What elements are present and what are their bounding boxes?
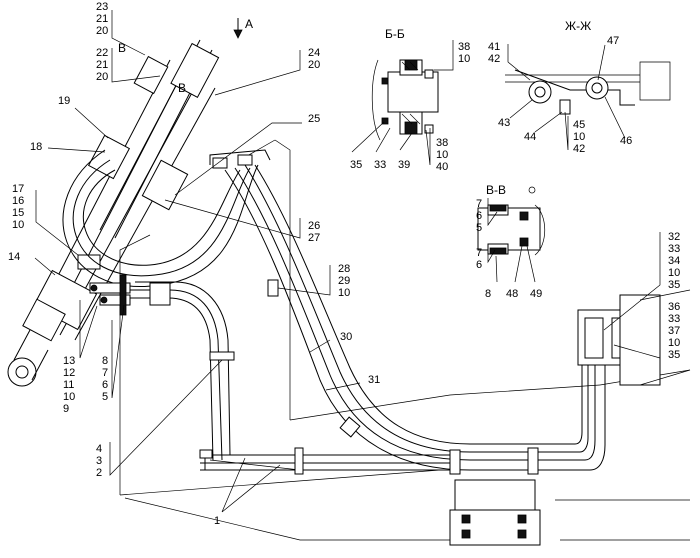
- callout-29: 29: [338, 275, 350, 287]
- top-bracket: [209, 149, 271, 169]
- vv-callout-6: 6: [476, 210, 482, 222]
- bb-callout-38b: 38: [436, 137, 448, 149]
- section-bb-title: Б-Б: [385, 27, 405, 41]
- zh-callout-41: 41: [488, 41, 500, 53]
- vv-callout-5: 5: [476, 222, 482, 234]
- callout-14: 14: [8, 251, 20, 263]
- leader-lines: [34, 10, 661, 513]
- callout-16: 16: [12, 195, 24, 207]
- zh-callout-46: 46: [620, 135, 632, 147]
- section-vv-title: В-В: [486, 183, 506, 197]
- labels: А Б-Б Ж-Ж В-В В В 23 21 20 22 21 20 24 2…: [8, 1, 680, 527]
- zh-callout-42b: 42: [573, 143, 585, 155]
- hydraulic-cylinder: [7, 39, 220, 387]
- callout-1: 1: [214, 515, 220, 527]
- callout-24: 24: [308, 47, 320, 59]
- callout-11: 11: [63, 379, 74, 391]
- callout-35: 35: [668, 279, 680, 291]
- right-valve-block: [577, 289, 691, 386]
- callout-20b: 20: [96, 71, 108, 83]
- mark-v-lower: В: [178, 81, 186, 95]
- bb-callout-33: 33: [374, 159, 386, 171]
- vv-callout-7b: 7: [476, 247, 482, 259]
- callout-25: 25: [308, 113, 320, 125]
- view-a-title: А: [245, 17, 253, 31]
- support-bracket: [199, 449, 220, 471]
- callout-20c: 20: [308, 59, 320, 71]
- callout-3: 3: [96, 455, 102, 467]
- callout-35b: 35: [668, 349, 680, 361]
- callout-6: 6: [102, 379, 108, 391]
- zh-callout-42: 42: [488, 53, 500, 65]
- callout-28: 28: [338, 263, 350, 275]
- callout-18: 18: [30, 141, 42, 153]
- callout-37: 37: [668, 325, 680, 337]
- callout-13: 13: [63, 355, 75, 367]
- vv-callout-7: 7: [476, 198, 482, 210]
- callout-19: 19: [58, 95, 70, 107]
- left-fittings: [89, 274, 171, 316]
- vv-callout-48: 48: [506, 288, 518, 300]
- section-mark-circle: [528, 186, 536, 194]
- bb-callout-10: 10: [458, 53, 470, 65]
- bb-callout-40: 40: [436, 161, 448, 173]
- vv-callout-6b: 6: [476, 259, 482, 271]
- bb-callout-38: 38: [458, 41, 470, 53]
- callout-10e: 10: [668, 337, 680, 349]
- vv-callout-49: 49: [530, 288, 542, 300]
- callout-2: 2: [96, 467, 102, 479]
- zh-callout-45: 45: [573, 119, 585, 131]
- zh-callout-44: 44: [524, 131, 536, 143]
- callout-27: 27: [308, 232, 320, 244]
- bottom-mount: [449, 479, 541, 546]
- callout-12: 12: [63, 367, 75, 379]
- section-bb: [371, 59, 439, 141]
- callout-23: 23: [96, 1, 108, 13]
- callout-5: 5: [102, 391, 108, 403]
- callout-22: 22: [96, 47, 108, 59]
- callout-33b: 33: [668, 313, 680, 325]
- vv-callout-8: 8: [485, 288, 491, 300]
- callout-10b: 10: [338, 287, 350, 299]
- callout-10d: 10: [668, 267, 680, 279]
- callout-10c: 10: [63, 391, 75, 403]
- section-zhzh-title: Ж-Ж: [565, 19, 591, 33]
- callout-33: 33: [668, 243, 680, 255]
- section-zhzh: [505, 61, 671, 115]
- callout-20: 20: [96, 25, 108, 37]
- zh-callout-10: 10: [573, 131, 585, 143]
- callout-15: 15: [12, 207, 24, 219]
- callout-32: 32: [668, 231, 680, 243]
- callout-8: 8: [102, 355, 108, 367]
- chassis-outline: [119, 139, 691, 541]
- view-arrow-a: [233, 18, 243, 39]
- zh-callout-43: 43: [498, 117, 510, 129]
- bb-callout-39: 39: [398, 159, 410, 171]
- callout-21: 21: [96, 13, 108, 25]
- callout-21b: 21: [96, 59, 108, 71]
- bb-callout-10b: 10: [436, 149, 448, 161]
- callout-4: 4: [96, 443, 102, 455]
- callout-31: 31: [368, 374, 380, 386]
- mark-v-upper: В: [118, 41, 126, 55]
- zh-callout-47: 47: [607, 35, 619, 47]
- bb-callout-35: 35: [350, 159, 362, 171]
- callout-10: 10: [12, 219, 24, 231]
- callout-9: 9: [63, 403, 69, 415]
- callout-17: 17: [12, 183, 24, 195]
- callout-36: 36: [668, 301, 680, 313]
- callout-7: 7: [102, 367, 108, 379]
- callout-26: 26: [308, 220, 320, 232]
- hydraulic-hoses: [62, 149, 606, 475]
- callout-30: 30: [340, 331, 352, 343]
- callout-34: 34: [668, 255, 680, 267]
